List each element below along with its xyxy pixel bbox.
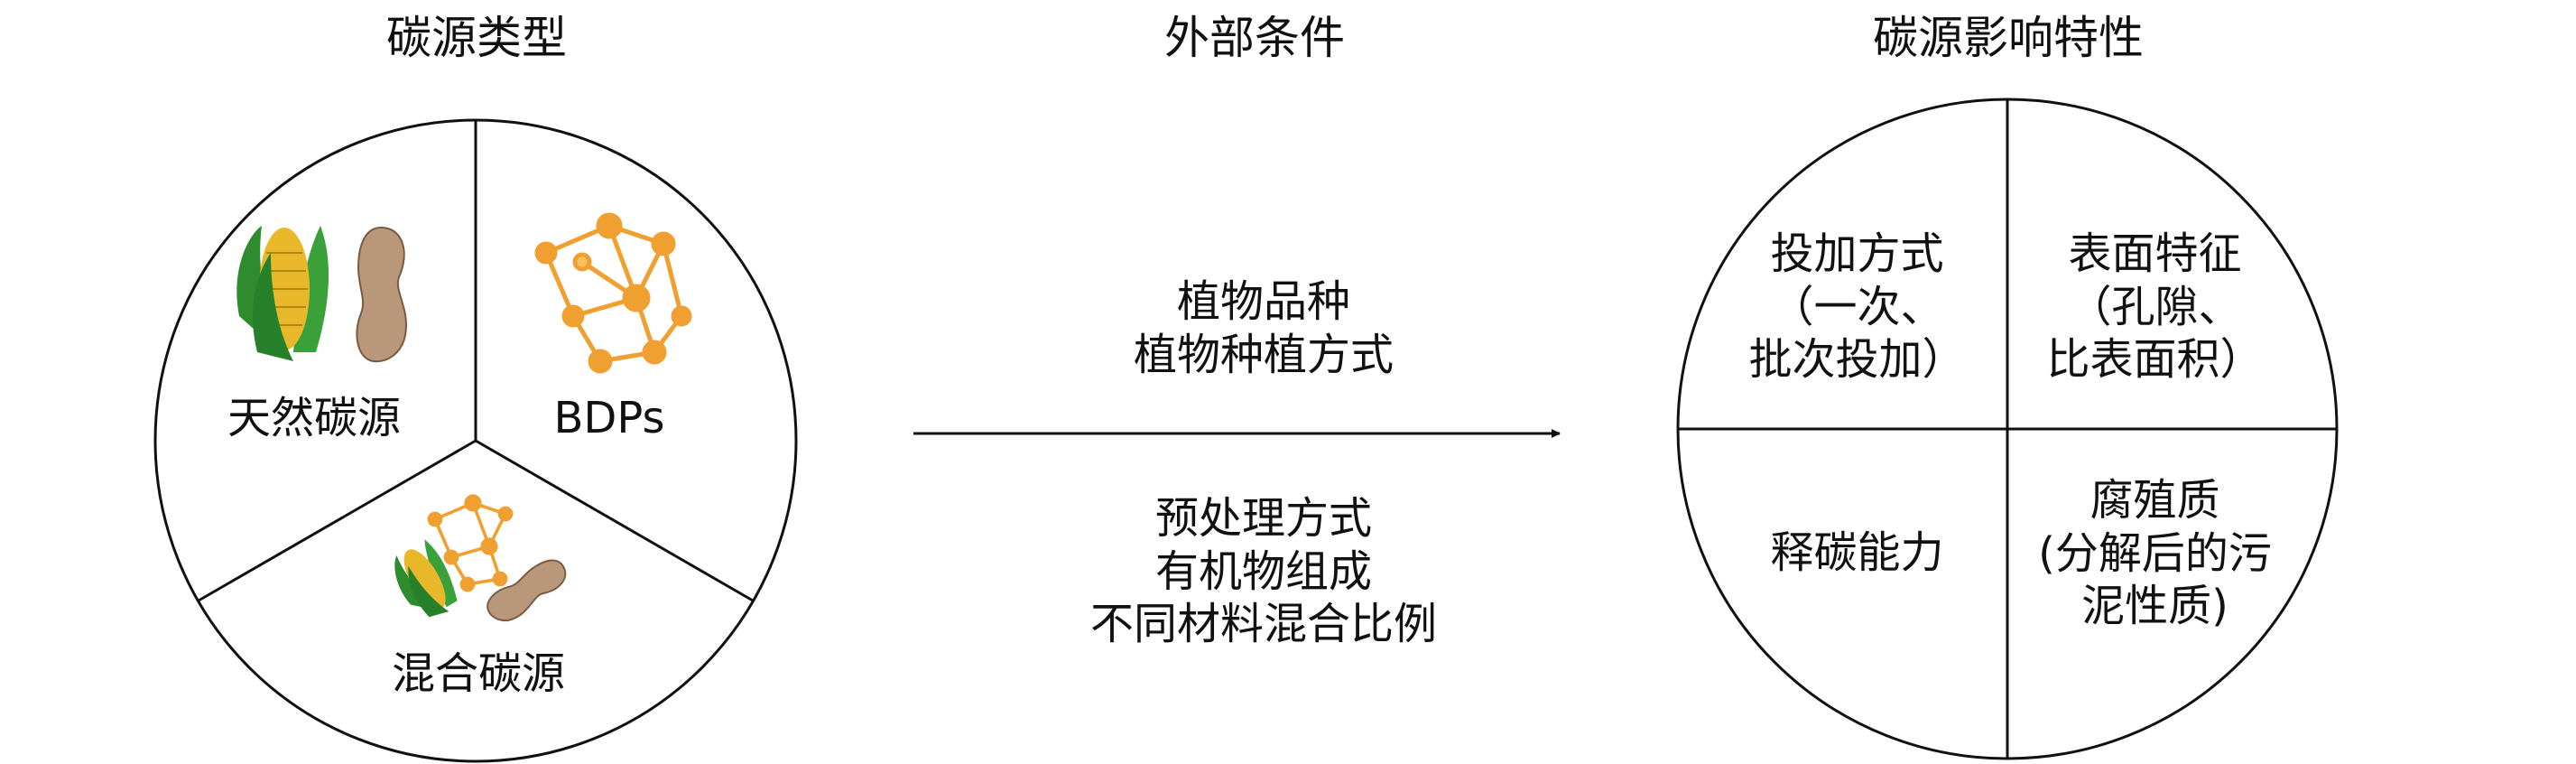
conditions-above-arrow: 植物品种 植物种植方式: [975, 275, 1552, 381]
label-mixed-source: 混合碳源: [391, 648, 565, 699]
corn-icon: [394, 539, 458, 618]
header-carbon-source-types: 碳源类型: [386, 12, 567, 64]
quadrant-dosing-method: 投加方式 （一次、 批次投加）: [1719, 228, 1995, 387]
header-external-conditions: 外部条件: [1164, 12, 1345, 64]
quadrant-line: (分解后的污: [2038, 527, 2272, 579]
molecule-network-icon: [534, 212, 692, 374]
label-bdps: BDPs: [553, 393, 665, 443]
condition-item: 植物品种: [1176, 276, 1350, 327]
condition-item: 有机物组成: [1154, 545, 1372, 597]
quadrant-line: 投加方式: [1770, 228, 1944, 279]
quadrant-line: 表面特征: [2068, 228, 2242, 279]
quadrant-line: （孔隙、: [2068, 281, 2242, 332]
condition-item: 不同材料混合比例: [1089, 599, 1437, 650]
quadrant-carbon-release: 释碳能力: [1770, 527, 1944, 578]
molecule-network-icon: [427, 494, 514, 592]
quadrant-line: （一次、: [1770, 281, 1944, 332]
right-circle: [1676, 98, 2339, 760]
peanut-icon: [486, 559, 567, 622]
quadrant-line: 泥性质): [2081, 581, 2229, 632]
quadrant-line: 比表面积）: [2046, 334, 2264, 386]
quadrant-line: 批次投加）: [1748, 334, 1966, 386]
label-natural-source: 天然碳源: [227, 393, 401, 443]
peanut-icon: [356, 226, 408, 363]
condition-item: 预处理方式: [1154, 493, 1372, 544]
condition-item: 植物种植方式: [1133, 329, 1394, 380]
left-circle: [153, 118, 798, 763]
header-influencing-properties: 碳源影响特性: [1873, 12, 2144, 64]
corn-icon: [236, 226, 329, 361]
quadrant-humus: 腐殖质 (分解后的污 泥性质): [2017, 474, 2293, 633]
conditions-below-arrow: 预处理方式 有机物组成 不同材料混合比例: [975, 492, 1552, 651]
quadrant-surface-features: 表面特征 （孔隙、 比表面积）: [2017, 228, 2293, 387]
quadrant-line: 腐殖质: [2090, 475, 2220, 526]
